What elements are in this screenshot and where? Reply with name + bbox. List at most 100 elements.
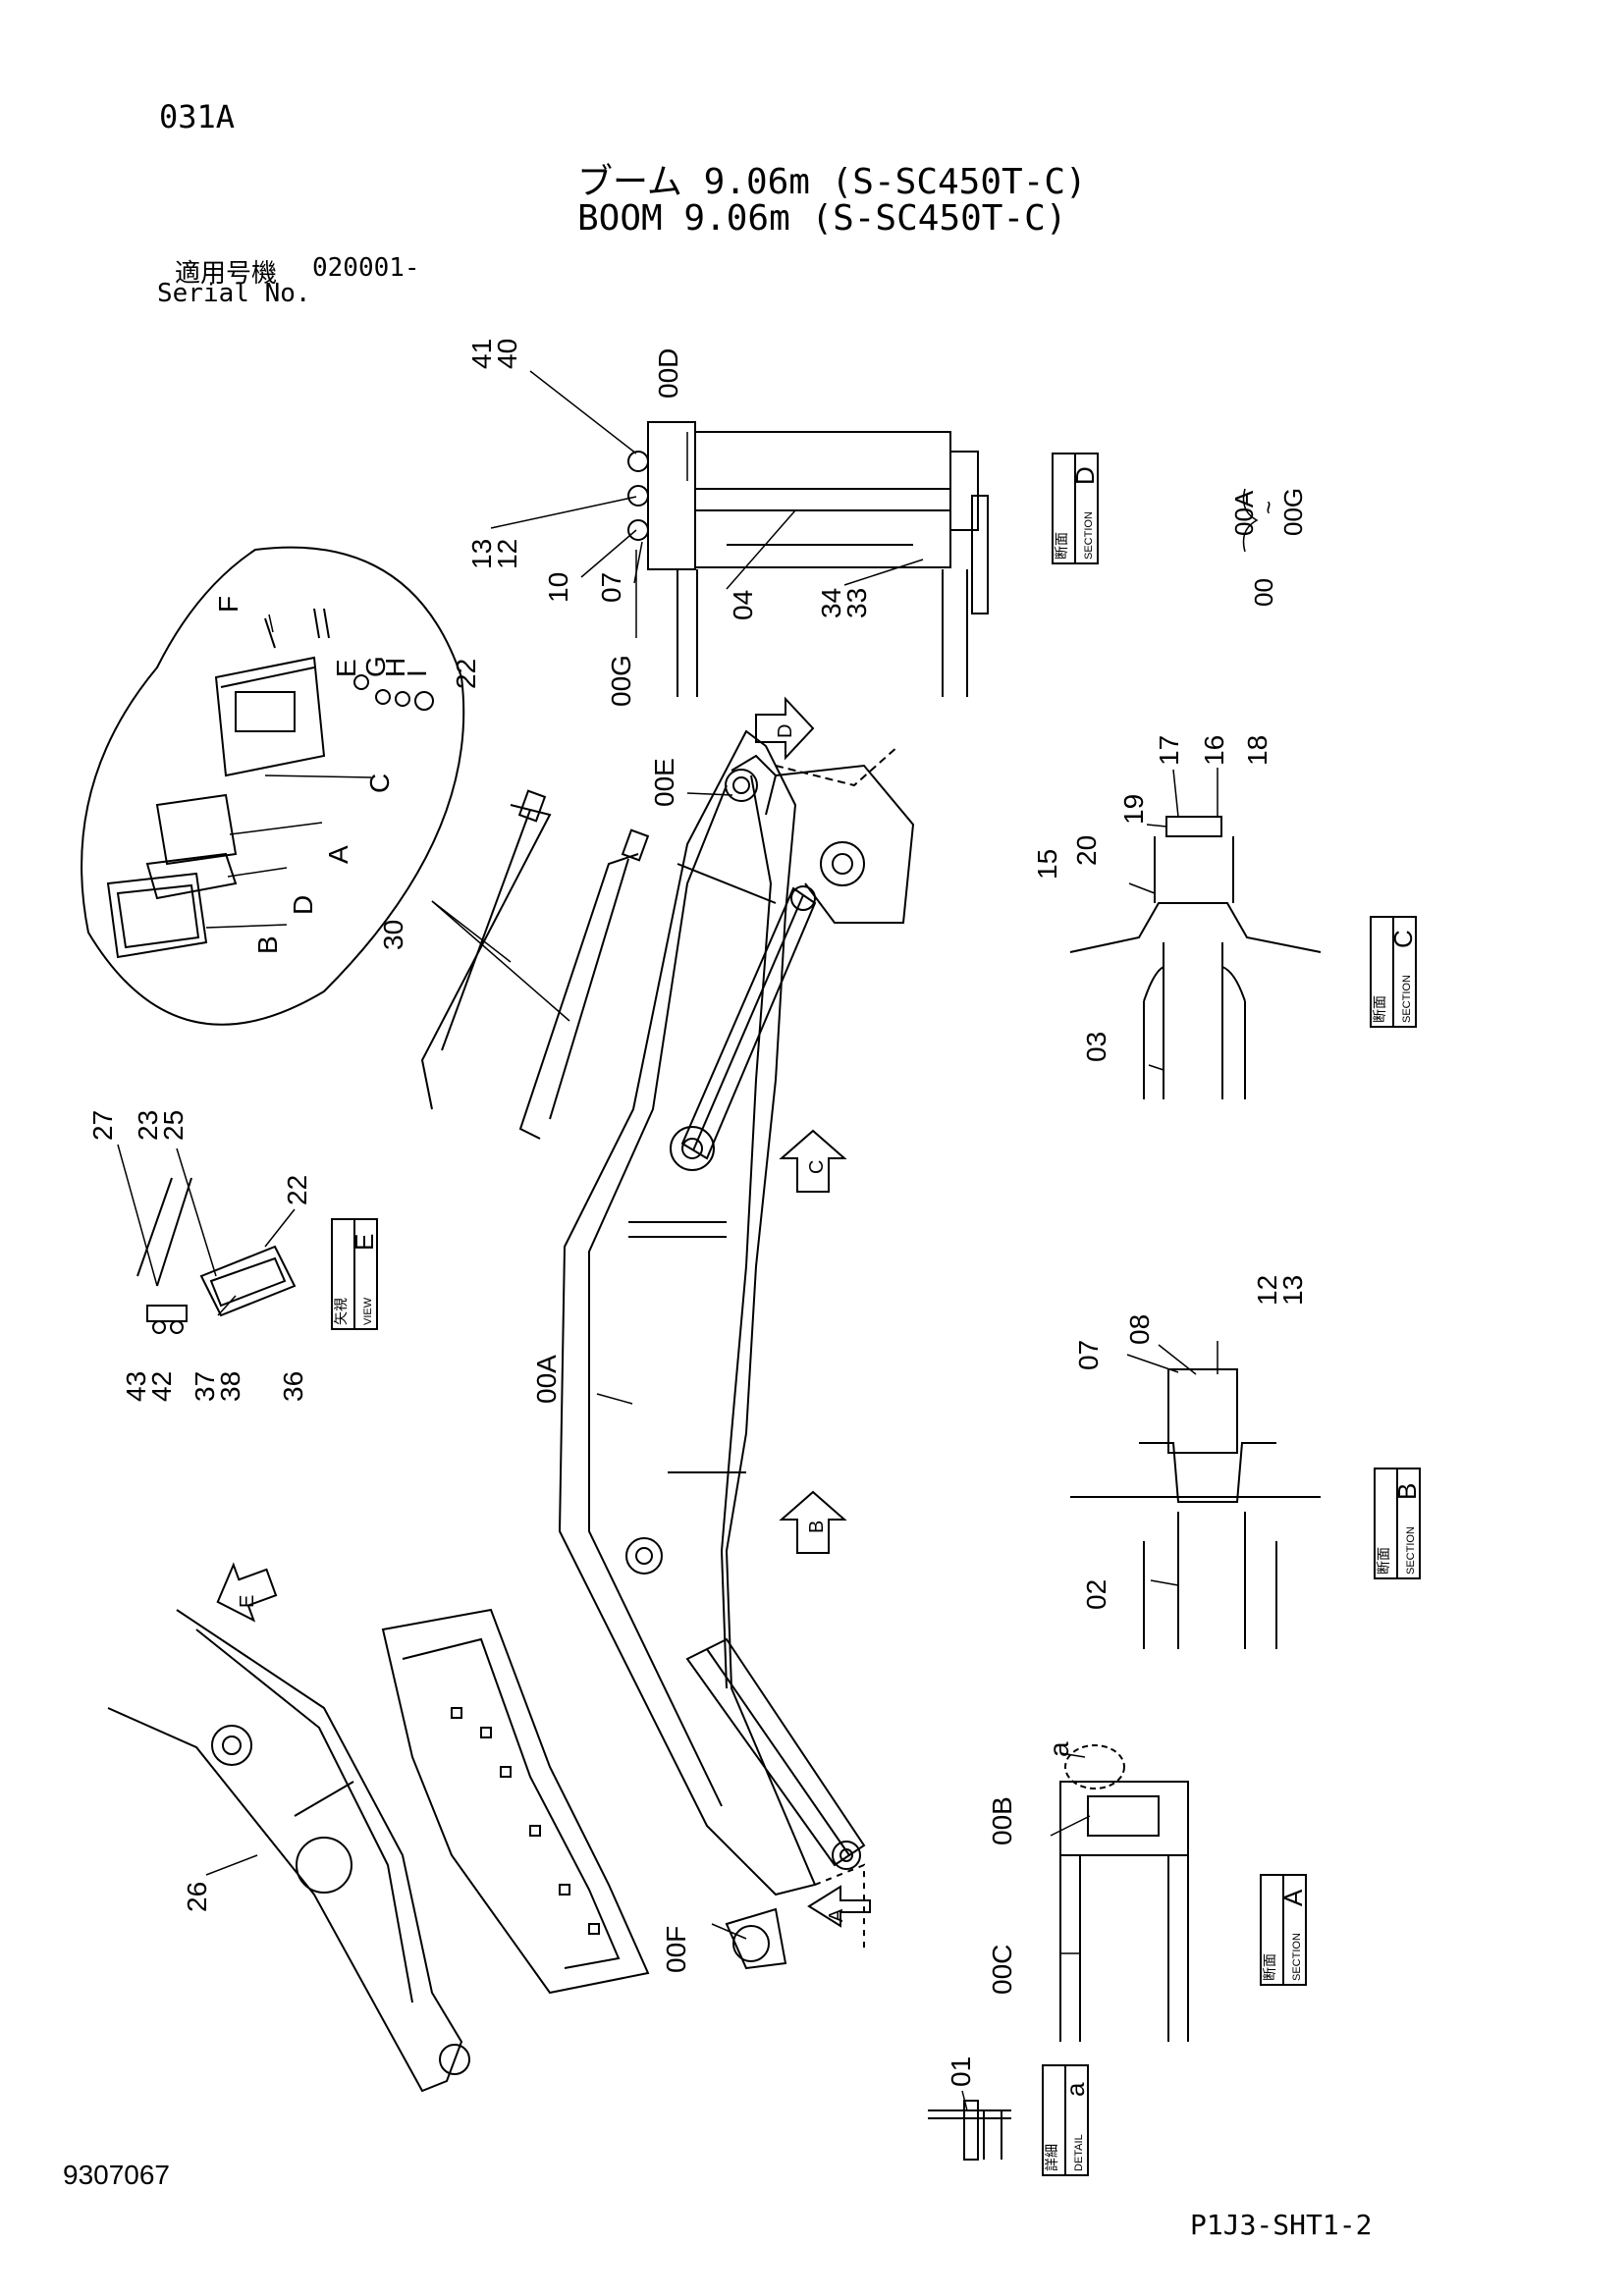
svg-text:D: D [775,724,796,738]
callout-42: 42 [146,1371,177,1402]
callout-23: 23 [133,1110,163,1141]
part-callouts: 41 40 00D 13 12 10 07 04 34 33 00G F E G… [87,339,1308,2087]
callout-12-b: 12 [1252,1275,1282,1306]
svg-text:A: A [826,1908,847,1922]
view-e-bracket [136,1177,297,1334]
callout-07-b: 07 [1073,1340,1104,1370]
svg-text:A: A [1278,1889,1308,1906]
callout-00G: 00G [606,655,636,707]
svg-text:00A: 00A [1229,490,1259,536]
callout-18: 18 [1242,735,1272,766]
svg-text:断面: 断面 [1054,532,1069,560]
callout-00D: 00D [653,348,683,399]
svg-text:~: ~ [1256,501,1282,514]
callout-37: 37 [189,1371,220,1402]
callout-00C: 00C [987,1945,1017,1995]
callout-I: I [402,669,432,677]
title-japanese: ブーム 9.06m (S-SC450T-C) [577,162,1087,202]
document-number: 9307067 [63,2160,171,2190]
callout-01: 01 [946,2056,976,2087]
callout-H: H [380,658,410,677]
callout-19: 19 [1118,794,1149,825]
range-note: 00 00A ~ 00G [1229,488,1308,607]
section-d-parts [627,421,989,697]
svg-text:C: C [806,1160,828,1174]
callout-C: C [364,774,395,793]
serial-label-english: Serial No. [157,279,311,308]
serial-label-japanese: 適用号機 [175,259,278,289]
callout-a: a [1044,1741,1074,1757]
callout-00A: 00A [531,1355,562,1404]
callout-02: 02 [1081,1579,1111,1610]
main-boom [558,729,915,1970]
callout-17: 17 [1154,735,1184,766]
callout-04: 04 [728,590,758,620]
callout-07-top: 07 [596,572,626,603]
svg-text:断面: 断面 [1372,995,1387,1023]
callout-B: B [252,935,283,954]
callout-00B: 00B [987,1796,1017,1845]
svg-text:E: E [237,1595,258,1608]
svg-text:断面: 断面 [1262,1953,1277,1981]
detail-a-drawing [928,2100,1011,2161]
arrow-e: E [216,1562,278,1623]
arrow-b: B [779,1490,847,1554]
lamp-exploded-view [81,546,465,1026]
callout-30: 30 [378,920,408,950]
svg-text:SECTION: SECTION [1083,511,1095,560]
callout-41: 41 [466,339,497,369]
lower-left-boom-side [107,1609,470,2093]
sheet-id: P1J3-SHT1-2 [1190,2209,1373,2241]
callout-12: 12 [492,539,522,569]
section-label-d: 断面 SECTION D [1052,453,1100,564]
section-label-c: 断面 SECTION C [1370,916,1418,1028]
callout-D: D [288,895,318,915]
serial-number-value: 020001- [312,253,420,283]
arrow-a: A [807,1885,871,1928]
callout-40: 40 [492,339,522,369]
callout-36: 36 [278,1371,308,1402]
page-code: 031A [159,98,236,135]
leader-lines [117,370,1218,2111]
callout-G: G [360,656,391,677]
title-english: BOOM 9.06m (S-SC450T-C) [577,198,1067,239]
section-label-b: 断面 SECTION B [1374,1468,1422,1579]
callout-13: 13 [466,539,497,569]
section-label-a: 断面 SECTION A [1260,1874,1308,1986]
svg-text:D: D [1070,466,1100,485]
section-a-drawing [1059,1744,1189,2042]
callout-A: A [323,845,353,864]
arrow-c: C [779,1129,847,1193]
callout-10: 10 [543,572,573,603]
callout-43: 43 [121,1371,151,1402]
detail-label-a: 詳細 DETAIL a [1042,2064,1090,2176]
svg-text:00: 00 [1249,578,1278,607]
section-c-drawing [1069,816,1322,1099]
callout-F: F [213,596,244,613]
svg-text:00G: 00G [1278,488,1308,536]
svg-text:DETAIL: DETAIL [1073,2134,1085,2171]
callout-03: 03 [1081,1032,1111,1062]
svg-text:矢視: 矢視 [333,1298,349,1325]
callout-38: 38 [215,1371,245,1402]
callout-08: 08 [1124,1314,1155,1345]
svg-text:a: a [1060,2082,1090,2097]
callout-33: 33 [841,588,872,618]
callout-26: 26 [182,1882,212,1912]
callout-00F: 00F [661,1926,691,1973]
callout-22-top: 22 [451,659,481,689]
svg-text:SECTION: SECTION [1401,975,1413,1023]
callout-13-b: 13 [1277,1275,1308,1306]
callout-16: 16 [1199,735,1229,766]
section-b-drawing [1070,1368,1321,1649]
callout-20: 20 [1071,835,1102,866]
svg-text:B: B [1392,1483,1422,1500]
view-label-e: 矢視 VIEW E [331,1218,379,1330]
callout-25: 25 [158,1110,189,1141]
svg-text:SECTION: SECTION [1291,1933,1303,1981]
callout-22-view: 22 [282,1175,312,1205]
svg-text:VIEW: VIEW [362,1297,374,1325]
arrow-d: D [755,696,815,761]
svg-text:詳細: 詳細 [1044,2144,1059,2171]
